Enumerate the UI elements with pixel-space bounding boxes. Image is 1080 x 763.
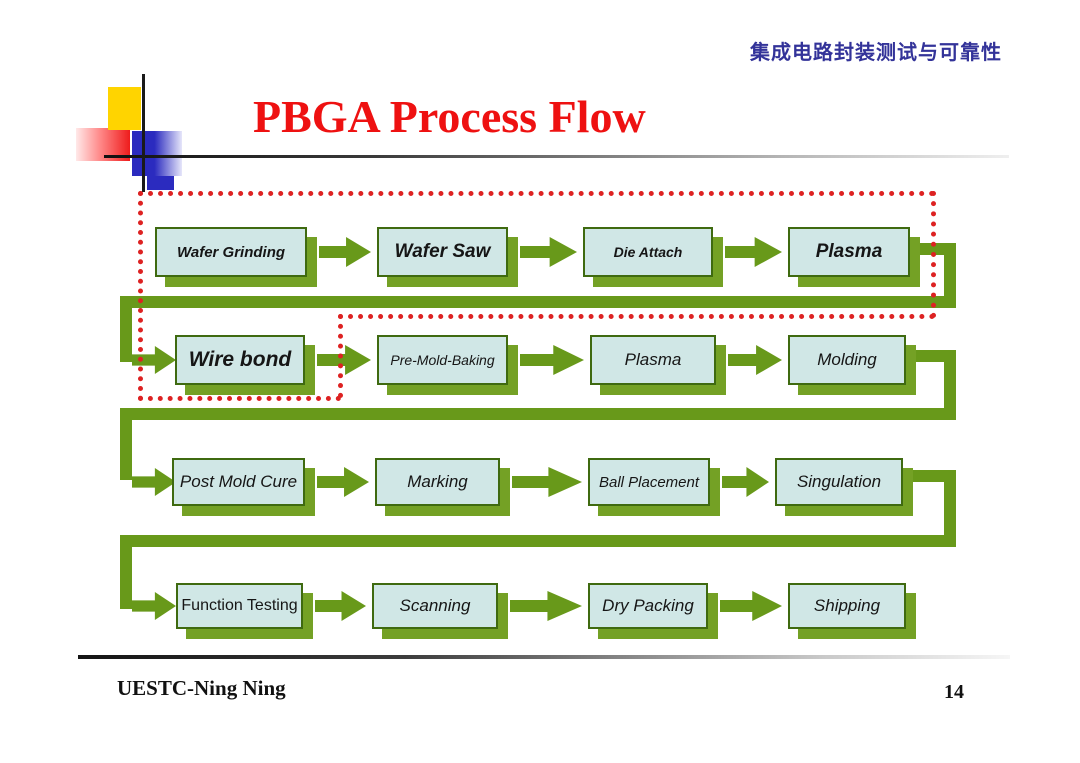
highlight-dotted-outline-segment (138, 396, 341, 401)
return-connector-2-stub (904, 350, 956, 362)
process-step-label: Dry Packing (602, 596, 694, 615)
return-connector-2-arrow-icon (132, 468, 176, 496)
step-singulation: Singulation (775, 458, 903, 506)
highlight-dotted-outline-segment (338, 314, 343, 398)
step-pre-mold-baking: Pre-Mold-Baking (377, 335, 508, 385)
flow-arrow-icon (510, 591, 582, 621)
flow-arrow-icon (317, 345, 371, 375)
step-scanning: Scanning (372, 583, 498, 629)
return-connector-2-left-leg (120, 408, 132, 480)
step-shipping: Shipping (788, 583, 906, 629)
flow-arrow-icon (720, 591, 782, 621)
step-wire-bond: Wire bond (175, 335, 305, 385)
step-die-attach: Die Attach (583, 227, 713, 277)
highlight-dotted-outline-segment (338, 314, 935, 319)
return-connector-1-arrow-icon (132, 346, 176, 374)
return-connector-3-arrow-icon (132, 592, 176, 620)
process-step-label: Singulation (796, 472, 882, 491)
step-ball-placement: Ball Placement (588, 458, 710, 506)
return-connector-3-stub (901, 470, 956, 482)
highlight-dotted-outline-segment (138, 191, 143, 401)
step-plasma: Plasma (590, 335, 716, 385)
footer-author: UESTC-Ning Ning (117, 676, 286, 700)
process-step-label: Marking (407, 472, 468, 491)
flow-arrow-icon (319, 237, 371, 267)
flow-arrow-icon (520, 237, 577, 267)
flow-arrow-icon (725, 237, 782, 267)
title-underline (104, 155, 1009, 158)
course-title: 集成电路封装测试与可靠性 (750, 42, 1002, 64)
return-connector-1-bar (120, 296, 956, 308)
step-function-testing: Function Testing (176, 583, 303, 629)
process-step-label: Pre-Mold-Baking (390, 352, 495, 368)
step-post-mold-cure: Post Mold Cure (172, 458, 305, 506)
return-connector-1-left-leg (120, 296, 132, 362)
process-step-label: Scanning (399, 596, 471, 615)
process-step-label: Function Testing (181, 597, 298, 614)
return-connector-2-bar (120, 408, 956, 420)
step-wafer-grinding: Wafer Grinding (155, 227, 307, 277)
page-number: 14 (944, 681, 964, 703)
highlight-dotted-outline-segment (138, 191, 935, 196)
step-dry-packing: Dry Packing (588, 583, 708, 629)
step-marking: Marking (375, 458, 500, 506)
step-wafer-saw: Wafer Saw (377, 227, 508, 277)
page-title: PBGA Process Flow (253, 91, 646, 142)
logo-blue-square (132, 131, 182, 176)
process-step-label: Wafer Grinding (176, 243, 286, 261)
step-plasma: Plasma (788, 227, 910, 277)
return-connector-3-right-leg (944, 470, 956, 547)
process-step-label: Plasma (815, 241, 883, 262)
process-step-label: Wire bond (188, 348, 292, 371)
process-step-label: Die Attach (613, 244, 683, 260)
process-step-label: Ball Placement (598, 473, 700, 491)
flow-arrow-icon (520, 345, 584, 375)
footer-divider (78, 655, 1010, 659)
logo-yellow-square (108, 87, 141, 130)
process-step-label: Post Mold Cure (179, 472, 298, 491)
flow-arrow-icon (728, 345, 782, 375)
process-step-label: Shipping (813, 596, 881, 615)
flow-arrow-icon (315, 591, 366, 621)
return-connector-3-left-leg (120, 535, 132, 609)
process-step-label: Molding (817, 350, 877, 369)
flow-arrow-icon (317, 467, 369, 497)
process-step-label: Plasma (624, 350, 682, 369)
flow-arrow-icon (512, 467, 582, 497)
return-connector-1-right-leg (944, 243, 956, 308)
logo-vertical-line (142, 74, 145, 192)
logo-blue-tab (147, 176, 174, 190)
process-step-label: Wafer Saw (394, 241, 491, 262)
return-connector-2-right-leg (944, 350, 956, 420)
step-molding: Molding (788, 335, 906, 385)
highlight-dotted-outline-segment (931, 191, 936, 318)
return-connector-3-bar (120, 535, 956, 547)
flow-arrow-icon (722, 467, 769, 497)
